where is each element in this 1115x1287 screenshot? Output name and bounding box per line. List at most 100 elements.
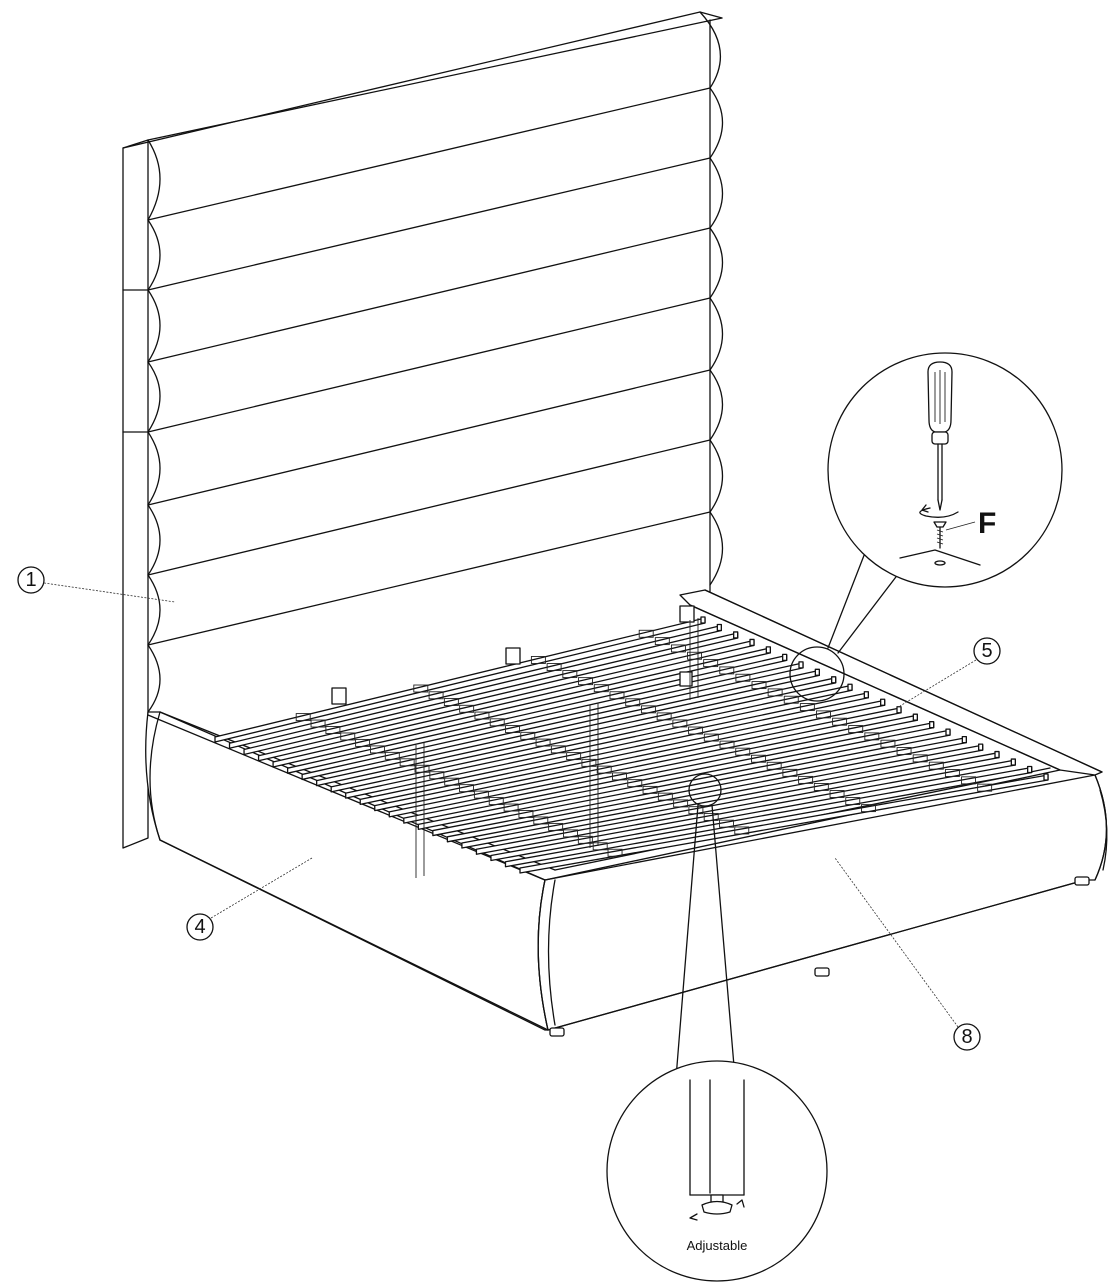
callout-1: 1: [17, 566, 176, 603]
foot-detail: Adjustable: [606, 773, 828, 1282]
slat-cap: [880, 698, 886, 706]
svg-text:4: 4: [194, 916, 205, 938]
slat-cap: [782, 653, 788, 662]
slat-cap: [749, 638, 755, 647]
slat-holder: [719, 740, 735, 749]
slat-holder: [751, 754, 766, 763]
slat-holder: [656, 712, 672, 721]
slat-holder: [607, 848, 623, 857]
svg-text:8: 8: [961, 1026, 972, 1048]
slat-holder: [928, 761, 944, 770]
slat-holder: [813, 783, 829, 791]
slat-holder: [861, 804, 876, 813]
slat-holder: [444, 777, 460, 786]
slat-holder: [369, 745, 385, 754]
slat-holder: [593, 684, 609, 693]
slat-cap: [961, 735, 967, 744]
slat-holder: [845, 797, 861, 806]
slat-holder: [563, 829, 578, 838]
slat-holder: [530, 656, 546, 664]
slat-holder: [657, 792, 673, 801]
slat-holder: [654, 637, 670, 646]
slat-holder: [577, 835, 593, 844]
slat-holder: [488, 797, 504, 806]
slat-holder: [864, 732, 880, 741]
slat-cap: [716, 623, 722, 632]
slat-holder: [640, 705, 656, 714]
slat-holder: [548, 822, 564, 831]
slat-holder: [625, 698, 641, 707]
slat-holder: [535, 738, 551, 747]
slat-holder: [474, 711, 490, 720]
svg-text:5: 5: [981, 640, 992, 662]
slat-holder: [735, 747, 751, 756]
adjustable-foot-icon: [689, 1079, 745, 1221]
slat-holder: [896, 747, 912, 755]
slat-holder: [505, 725, 520, 734]
slat-cap: [798, 661, 804, 669]
slat-holder: [829, 790, 845, 798]
slat-holder: [880, 739, 896, 748]
slat-cap: [994, 750, 1000, 759]
slat-holder: [546, 663, 562, 671]
slat-cap: [765, 646, 771, 654]
slat-holder: [581, 758, 597, 767]
slat-holder: [766, 761, 782, 770]
slat-cap: [1043, 773, 1049, 781]
slat-cap: [978, 743, 984, 751]
screw-icon: [933, 521, 947, 549]
slat-holder: [355, 738, 371, 747]
slat-holder: [592, 842, 608, 851]
slat-holder: [566, 752, 582, 761]
slat-cap: [814, 668, 820, 676]
slat-holder: [977, 783, 993, 792]
slat-holder: [459, 704, 475, 713]
slat-holder: [688, 806, 704, 815]
slat-holder: [673, 799, 689, 808]
slat-holder: [550, 745, 566, 754]
slat-holder: [612, 772, 627, 781]
slat-cap: [1027, 765, 1033, 774]
slat-holder: [832, 717, 848, 726]
adjustable-label: Adjustable: [687, 1238, 748, 1253]
slat-holder: [687, 651, 702, 660]
slat-holder: [912, 754, 928, 763]
center-support: [415, 618, 699, 878]
slat-holder: [751, 681, 767, 690]
slat-holder: [719, 666, 735, 675]
slat-holder: [672, 719, 688, 728]
slat-holder: [703, 659, 719, 668]
slat-holder: [443, 698, 459, 706]
slat-holder: [310, 719, 326, 728]
slat-holder: [520, 731, 536, 740]
callout-8: 8: [834, 857, 981, 1051]
slat-holder: [848, 725, 864, 733]
slat-holder: [816, 710, 831, 719]
slat-holder: [429, 771, 445, 780]
slat-holder: [670, 644, 686, 653]
screw-detail: F: [789, 352, 1063, 702]
slat-holder: [627, 779, 643, 788]
slat-holder: [473, 790, 489, 799]
slat-cap: [912, 713, 918, 721]
bed-frame: [145, 589, 1108, 1037]
headboard: [122, 11, 724, 849]
slat-cap: [896, 706, 902, 714]
slat-holder: [735, 673, 751, 682]
slat-holder: [783, 695, 799, 704]
slat-holder: [399, 758, 415, 767]
slat-cap: [831, 676, 837, 684]
slat-holder: [518, 810, 534, 818]
screwdriver-icon: [927, 361, 953, 511]
slat-holder: [295, 713, 311, 722]
slat-cap: [847, 683, 853, 691]
slat-cap: [863, 691, 869, 699]
callout-5: 5: [899, 637, 1001, 707]
slat-holder: [413, 684, 429, 693]
slat-holder: [688, 726, 704, 735]
slat-holder: [459, 784, 474, 793]
rotate-arrow-icon: [919, 504, 959, 518]
slat-holder: [414, 764, 430, 773]
slat-cap: [945, 728, 951, 736]
